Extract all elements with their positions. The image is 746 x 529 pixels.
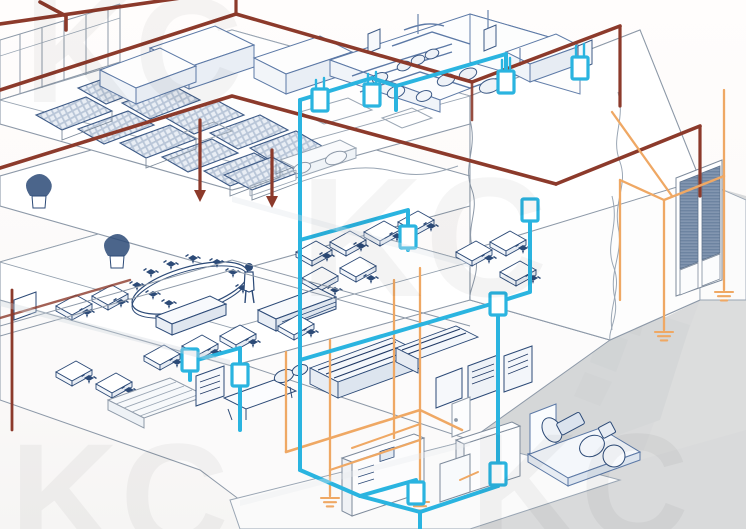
- sensor-node: [362, 82, 382, 108]
- roof-mechanical-plant: [98, 10, 593, 113]
- staircase: [106, 377, 208, 429]
- sensor-node: [310, 87, 330, 113]
- stock-racking: [308, 325, 480, 399]
- sensor-node: [488, 461, 508, 487]
- sensor-node: [520, 197, 540, 223]
- sensor-node: [488, 291, 508, 317]
- sensor-node: [570, 55, 590, 81]
- solar-pv-array: [34, 69, 324, 201]
- shading-overlays: [0, 196, 470, 506]
- plants: [26, 174, 130, 269]
- facade-louver-panels: [675, 159, 723, 297]
- interior-doors: [451, 396, 471, 438]
- equipment-cabinets: [195, 345, 533, 409]
- sensor-node: [230, 362, 250, 388]
- floor-separation-lines: [0, 259, 471, 337]
- sensor-node: [496, 69, 516, 95]
- sensor-node: [406, 480, 426, 506]
- earthing-conductors: [284, 88, 726, 502]
- sensor-nodes: [180, 42, 590, 506]
- lower-office-floor: [55, 314, 533, 438]
- occupant-figure: [243, 263, 255, 304]
- pump-skid: [526, 403, 642, 487]
